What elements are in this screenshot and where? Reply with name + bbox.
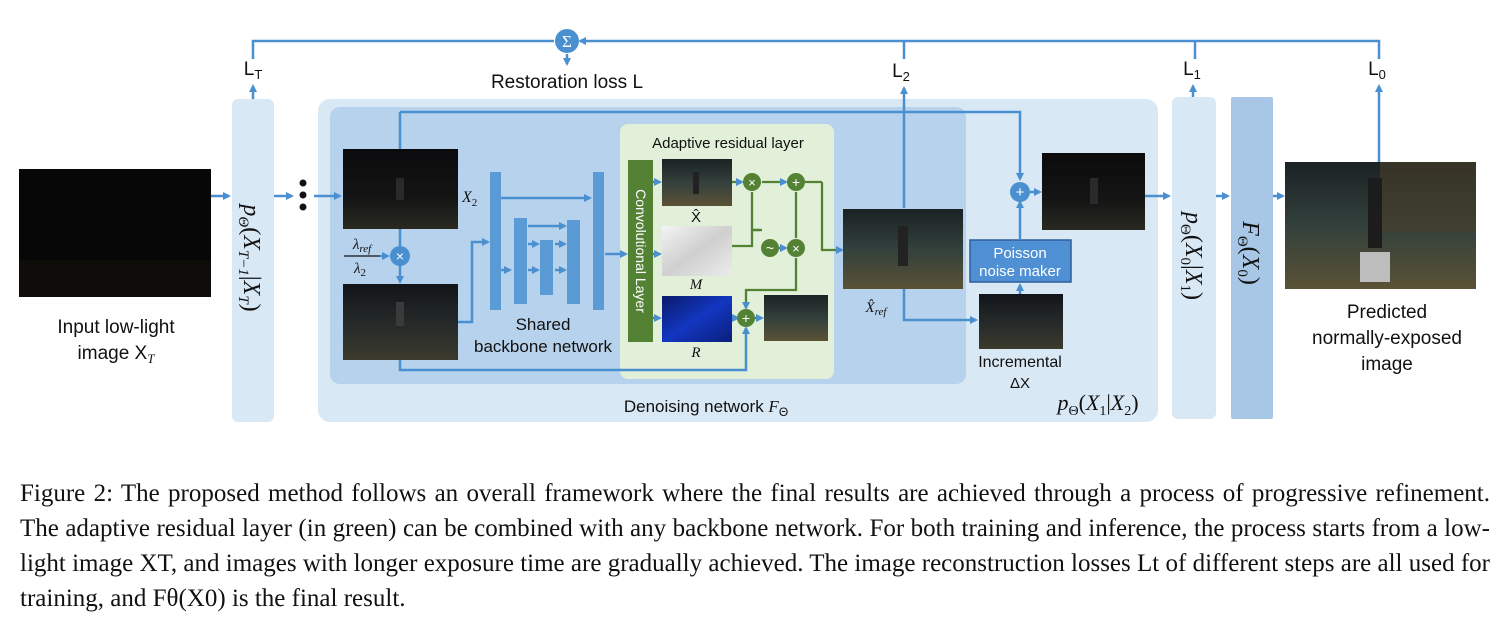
loss-lines xyxy=(251,37,1381,66)
multiply-node-1 xyxy=(743,173,761,191)
p-x0-x1-bar xyxy=(1172,97,1216,419)
multiply-symbol-2: × xyxy=(792,241,800,256)
loss-up-arrows xyxy=(249,84,1383,208)
poisson-label-line2: noise maker xyxy=(979,263,1061,280)
r-image xyxy=(662,296,732,342)
invert-node xyxy=(761,239,779,257)
conv-layer xyxy=(628,160,653,342)
add-symbol-final: + xyxy=(1016,184,1025,201)
sum-node xyxy=(555,29,579,53)
output-label-line1: Predicted xyxy=(1347,302,1427,323)
xhat-label: X̂ xyxy=(691,209,701,226)
scale-multiply-node xyxy=(390,246,410,266)
add-node-1 xyxy=(787,173,805,191)
backbone-label-line2: backbone network xyxy=(474,337,612,356)
restoration-loss-label: Restoration loss L xyxy=(491,72,643,93)
output-label-line3: image xyxy=(1361,354,1413,375)
figure-caption: Figure 2: The proposed method follows an… xyxy=(20,480,1490,612)
input-label-line2: image XT xyxy=(78,343,156,366)
loss-lt: LT xyxy=(244,59,263,82)
xhat-post xyxy=(693,172,699,194)
ellipsis-dot xyxy=(299,203,307,211)
backbone-bar-3 xyxy=(540,240,553,295)
x2-scale-path xyxy=(396,110,1024,284)
add-symbol-2: + xyxy=(742,310,750,326)
scale-multiply-symbol: × xyxy=(396,248,404,264)
scaled-image-post xyxy=(396,302,404,326)
multiply-node-2 xyxy=(787,239,805,257)
add-node-2 xyxy=(737,309,755,327)
multiply-symbol-1: × xyxy=(748,175,756,190)
backbone-arrows xyxy=(458,194,628,324)
ellipsis-dot xyxy=(299,179,307,187)
xref-to-incremental xyxy=(902,289,978,324)
backbone-bar-4 xyxy=(567,220,580,304)
backbone-label-line1: Shared xyxy=(516,315,571,334)
f-x0-bar xyxy=(1231,97,1273,419)
output-image-tree xyxy=(1380,162,1476,232)
framework-diagram: Σ Restoration loss L LT L2 L1 L0 Input l… xyxy=(19,29,1476,422)
p-first-bar xyxy=(232,99,274,422)
scaled-skip-line xyxy=(398,326,750,372)
incremental-label-line1: Incremental xyxy=(978,354,1062,371)
output-label-line2: normally-exposed xyxy=(1312,328,1462,349)
output-image-post xyxy=(1368,178,1382,248)
add-node-final xyxy=(1010,182,1030,202)
r-result-image xyxy=(764,295,828,341)
invert-symbol: ~ xyxy=(766,240,774,256)
adaptive-title: Adaptive residual layer xyxy=(652,135,804,152)
backbone-bar-2 xyxy=(514,218,527,304)
input-image-tint xyxy=(19,260,211,297)
x2-image-post xyxy=(396,178,404,200)
loss-l1: L1 xyxy=(1183,59,1201,82)
add-symbol-1: + xyxy=(792,174,800,190)
ellipsis-dot xyxy=(299,191,307,199)
r-label: R xyxy=(690,345,700,361)
loss-l2: L2 xyxy=(892,61,910,84)
incremental-image xyxy=(979,294,1063,349)
m-label: M xyxy=(689,277,704,293)
backbone-bar-1 xyxy=(490,172,501,310)
denoising-label: Denoising network FΘ xyxy=(624,397,788,419)
p-first-label: pΘ(XT−1|XT) xyxy=(235,202,264,311)
backbone-bar-5 xyxy=(593,172,604,310)
incremental-label-line2: ΔX xyxy=(1010,375,1030,392)
x1-post xyxy=(1090,178,1098,204)
xref-post xyxy=(898,226,908,266)
input-label-line1: Input low-light xyxy=(57,317,175,338)
loss-l0: L0 xyxy=(1368,59,1386,82)
output-image-bin xyxy=(1360,252,1390,282)
adaptive-arrows xyxy=(653,178,844,322)
m-image xyxy=(662,226,732,276)
sum-symbol: Σ xyxy=(562,32,572,51)
poisson-label-line1: Poisson xyxy=(993,245,1046,262)
poisson-noise-maker xyxy=(969,239,1072,283)
conv-layer-label: Convolutional Layer xyxy=(633,189,649,313)
